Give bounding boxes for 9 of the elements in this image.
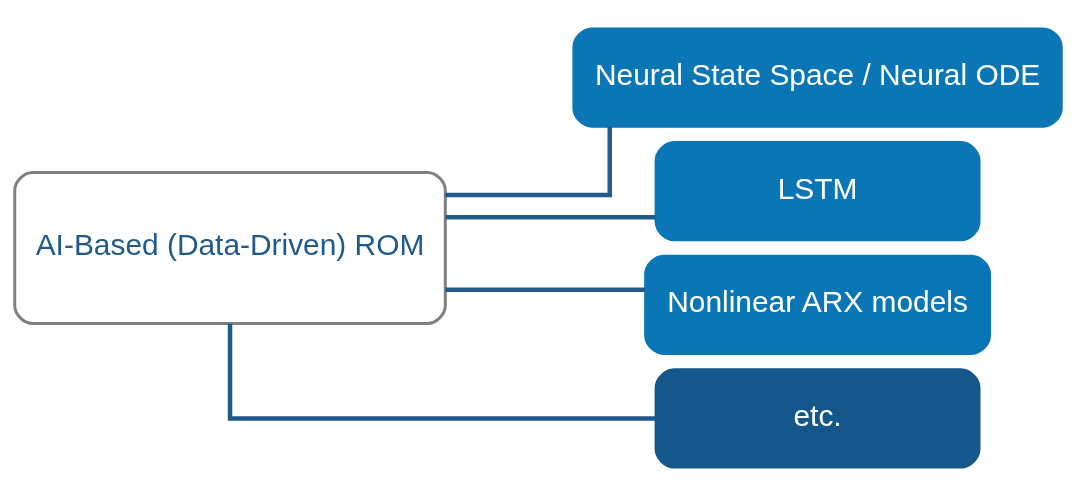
connector <box>445 287 646 292</box>
node-box: LSTM <box>654 140 981 241</box>
connector <box>445 126 612 197</box>
node-box: Neural State Space / Neural ODE <box>572 27 1063 128</box>
node-box: Nonlinear ARX models <box>644 254 991 355</box>
connector <box>227 323 656 421</box>
connector <box>445 214 656 220</box>
node-box: AI-Based (Data-Driven) ROM <box>13 170 447 325</box>
node-box: etc. <box>654 367 981 468</box>
